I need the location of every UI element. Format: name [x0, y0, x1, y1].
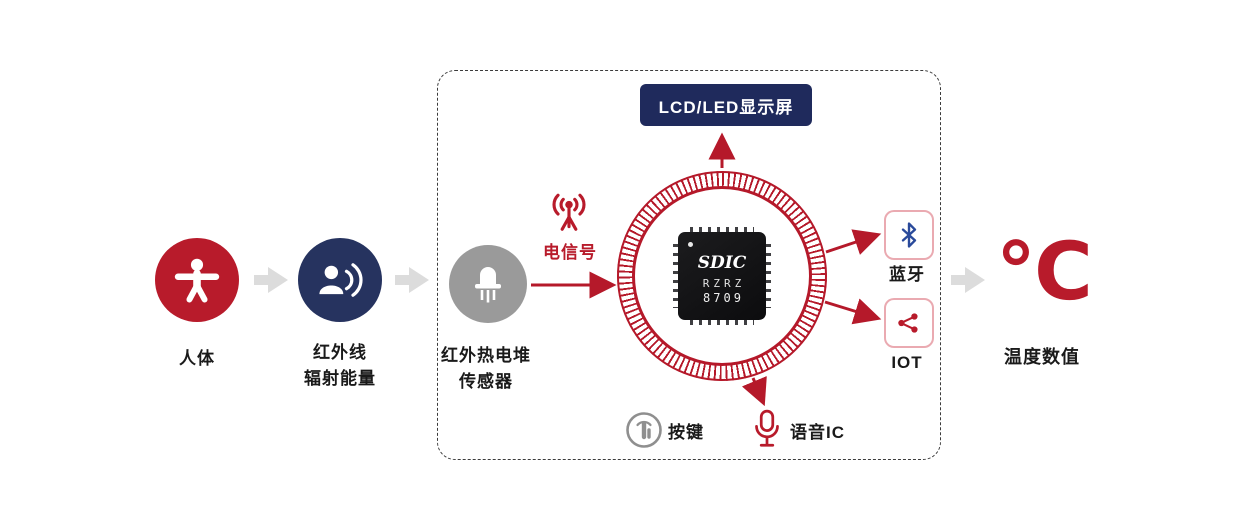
- infrared-radiation-icon: [319, 263, 363, 297]
- electrical-signal-icon: [552, 193, 586, 231]
- infrared-label-line2: 辐射能量: [304, 369, 376, 389]
- touch-button-icon: [626, 412, 662, 448]
- chip-ring-assembly: SDIC RZRZ 8709: [617, 171, 827, 381]
- infrared-label-line1: 红外线: [313, 343, 367, 362]
- human-label: 人体: [179, 349, 215, 368]
- infrared-label: 红外线 辐射能量: [285, 340, 395, 393]
- bluetooth-label: 蓝牙: [889, 265, 925, 284]
- chip-code-line2: 8709: [703, 291, 744, 305]
- system-boundary-box: [437, 70, 941, 460]
- infrared-node-circle: [298, 238, 382, 322]
- bluetooth-box: [884, 210, 934, 260]
- chip-pins-left: [673, 244, 678, 308]
- thermopile-sensor-icon: [475, 267, 501, 303]
- flow-arrow-icon: [395, 267, 429, 293]
- flow-arrow-icon: [951, 267, 985, 293]
- ring-inner-border: [632, 186, 812, 366]
- chip-pins-top: [690, 227, 754, 232]
- human-node-circle: [155, 238, 239, 322]
- sensor-node-circle: [449, 245, 527, 323]
- display-box: LCD/LED显示屏: [640, 84, 812, 126]
- sensor-label-line1: 红外热电堆: [441, 346, 531, 365]
- iot-label: IOT: [891, 353, 923, 372]
- sdic-chip: SDIC RZRZ 8709: [673, 227, 771, 325]
- ring-outer-border: [617, 171, 827, 381]
- flow-arrow-icon: [254, 267, 288, 293]
- temperature-value-label: 温度数值: [1004, 347, 1080, 367]
- human-body-icon: [174, 258, 220, 303]
- iot-network-icon: [898, 313, 918, 333]
- electrical-signal-label: 电信号: [543, 243, 597, 262]
- chip-pins-right: [766, 244, 771, 308]
- display-label: LCD/LED显示屏: [658, 97, 794, 117]
- chip-pins-bottom: [690, 320, 754, 325]
- bluetooth-icon: [901, 222, 917, 248]
- sensor-label: 红外热电堆 传感器: [428, 343, 544, 396]
- iot-box: [884, 298, 934, 348]
- chip-code-line1: RZRZ: [702, 277, 746, 290]
- chip-brand-text: SDIC: [697, 253, 747, 273]
- chip-pin1-dot: [688, 242, 693, 247]
- voice-mic-icon: [755, 409, 779, 447]
- sensor-label-line2: 传感器: [459, 372, 513, 392]
- celsius-symbol: ℃: [996, 225, 1093, 318]
- voice-ic-label: 语音IC: [790, 423, 845, 442]
- button-label: 按键: [668, 423, 704, 442]
